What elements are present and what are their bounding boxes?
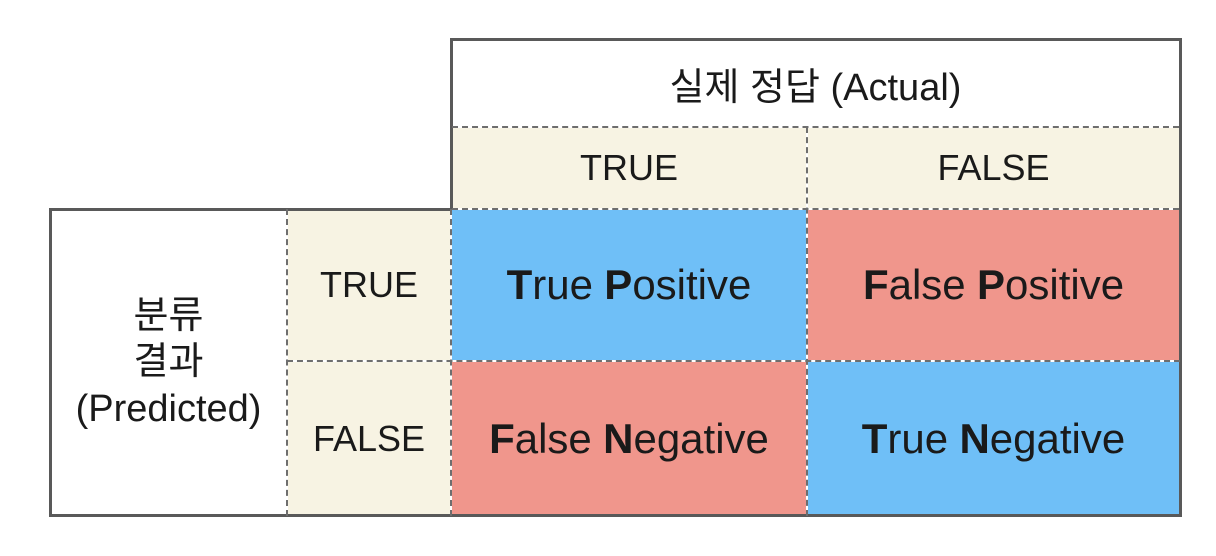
border-actual-left bbox=[450, 38, 453, 210]
predicted-row-true-header: TRUE bbox=[288, 210, 450, 360]
predicted-row-true-label: TRUE bbox=[320, 264, 418, 305]
actual-col-true-label: TRUE bbox=[580, 147, 678, 188]
grid-line-matrix-top bbox=[452, 208, 1179, 210]
grid-line-label-divider bbox=[450, 209, 452, 516]
border-right bbox=[1179, 38, 1182, 517]
predicted-axis-line2: 결과 bbox=[133, 341, 204, 384]
border-bottom bbox=[49, 514, 1182, 517]
grid-line-under-actual-title bbox=[452, 126, 1179, 128]
border-predicted-left bbox=[49, 208, 52, 517]
border-actual-top bbox=[450, 38, 1182, 41]
actual-col-false-label: FALSE bbox=[937, 147, 1050, 188]
predicted-axis-line1: 분류 bbox=[133, 294, 204, 337]
predicted-row-false-header: FALSE bbox=[288, 362, 450, 515]
predicted-row-false-label: FALSE bbox=[312, 417, 426, 459]
grid-line-column-divider bbox=[806, 127, 808, 516]
predicted-axis-header: 분류 결과 (Predicted) bbox=[51, 210, 286, 515]
actual-axis-header: 실제 정답 (Actual) bbox=[452, 40, 1179, 126]
border-predicted-top bbox=[49, 208, 452, 211]
actual-col-true-header: TRUE bbox=[452, 128, 806, 208]
actual-axis-title: 실제 정답 (Actual) bbox=[669, 66, 962, 109]
grid-line-predicted-divider bbox=[286, 209, 288, 516]
predicted-axis-line3: (Predicted) bbox=[75, 387, 262, 430]
grid-line-row-divider bbox=[287, 360, 1180, 362]
actual-col-false-header: FALSE bbox=[808, 128, 1179, 208]
